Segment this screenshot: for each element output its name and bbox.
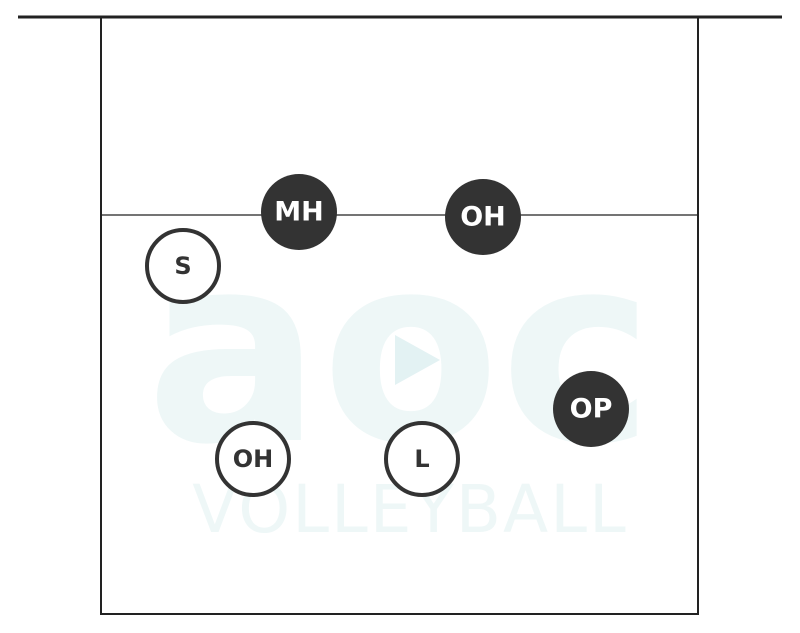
player-oh-back: OH	[215, 421, 291, 497]
player-oh-front: OH	[445, 179, 521, 255]
player-label: S	[174, 252, 191, 280]
play-triangle-icon	[395, 335, 440, 385]
player-marker	[445, 179, 521, 255]
player-label: OP	[570, 394, 613, 425]
player-marker	[261, 174, 337, 250]
player-marker	[384, 421, 460, 497]
player-label: MH	[274, 197, 323, 228]
player-l: L	[384, 421, 460, 497]
player-label: OH	[233, 445, 274, 473]
player-marker	[145, 228, 221, 304]
player-label: OH	[460, 202, 506, 233]
player-marker	[553, 371, 629, 447]
player-s: S	[145, 228, 221, 304]
player-label: L	[414, 445, 429, 473]
players: MH OH S OP OH L	[145, 174, 629, 497]
player-marker	[215, 421, 291, 497]
player-op: OP	[553, 371, 629, 447]
player-mh: MH	[261, 174, 337, 250]
